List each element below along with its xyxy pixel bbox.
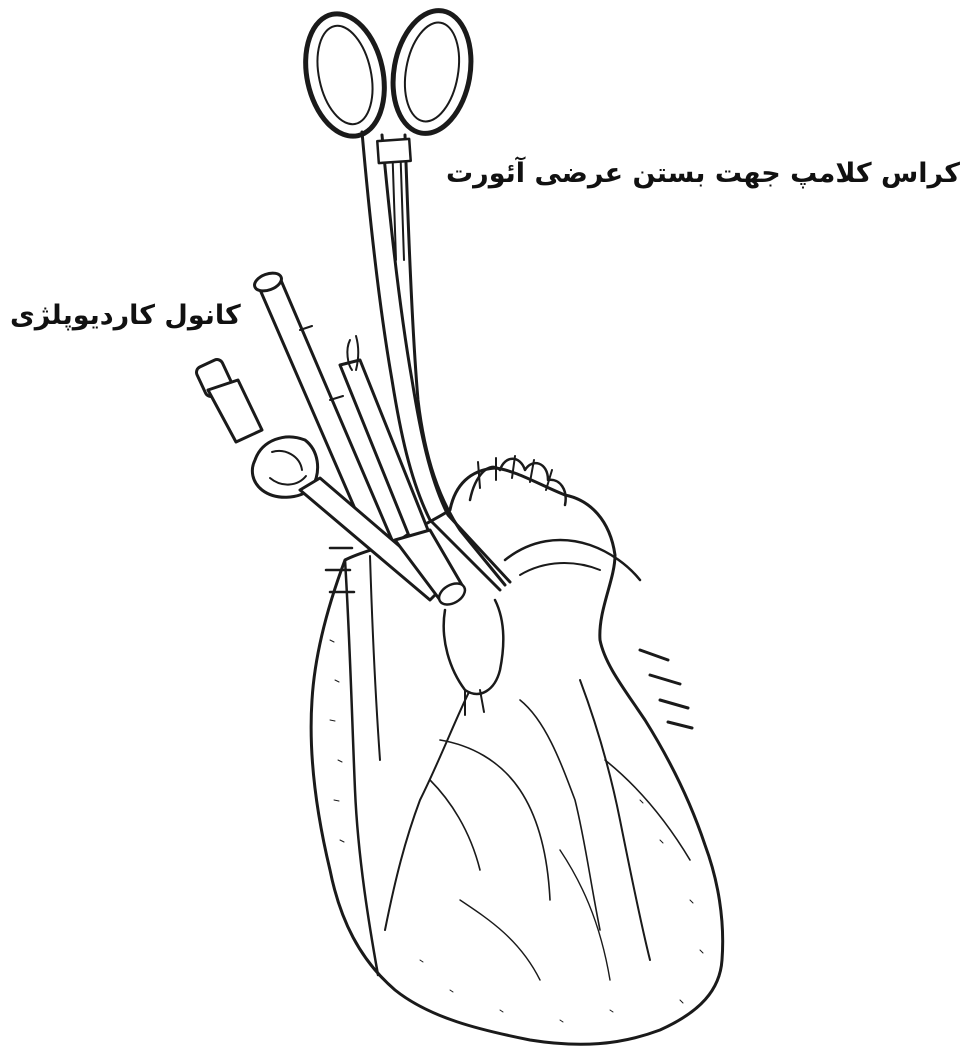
cardioplegia-cannula-label: کانول کاردیوپلژی: [10, 300, 241, 331]
cross-clamp-label: کراس کلامپ جهت بستن عرضی آئورت: [446, 158, 960, 189]
